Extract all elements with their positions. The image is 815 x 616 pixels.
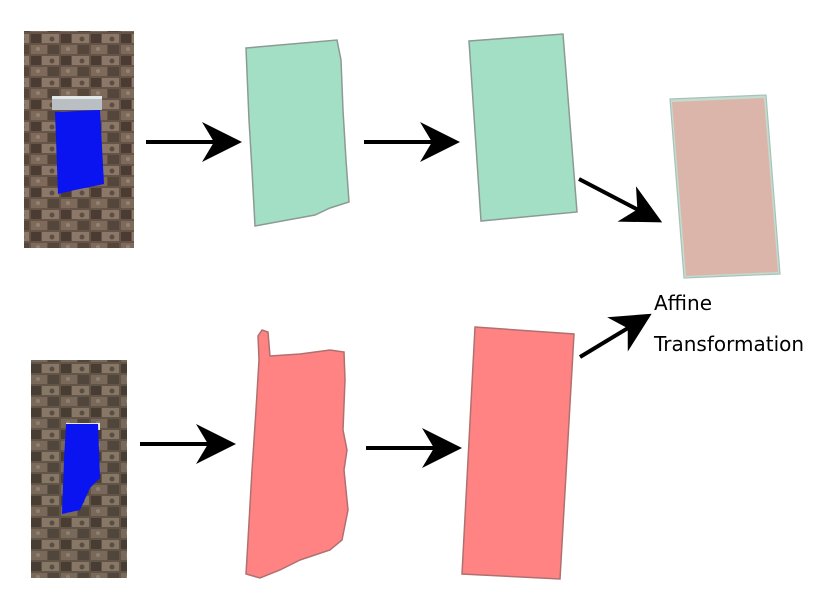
label-transformation: Transformation — [653, 332, 804, 356]
top-irregular-green-shape — [245, 39, 350, 227]
window-blue-mask — [62, 424, 100, 514]
arrow-bottom-rect-to-result — [578, 313, 652, 359]
arrow-right-icon — [140, 122, 663, 468]
top-fitted-green-rect — [468, 33, 578, 222]
window-blue-mask — [55, 110, 104, 194]
label-affine: Affine — [654, 291, 712, 315]
arrow-top-rect-to-result — [578, 177, 663, 223]
blended-result-rect — [669, 94, 781, 279]
bottom-fitted-red-rect — [461, 326, 575, 580]
bottom-source-photo — [31, 360, 127, 578]
bottom-irregular-red-shape — [245, 329, 349, 579]
top-source-photo — [24, 31, 134, 248]
